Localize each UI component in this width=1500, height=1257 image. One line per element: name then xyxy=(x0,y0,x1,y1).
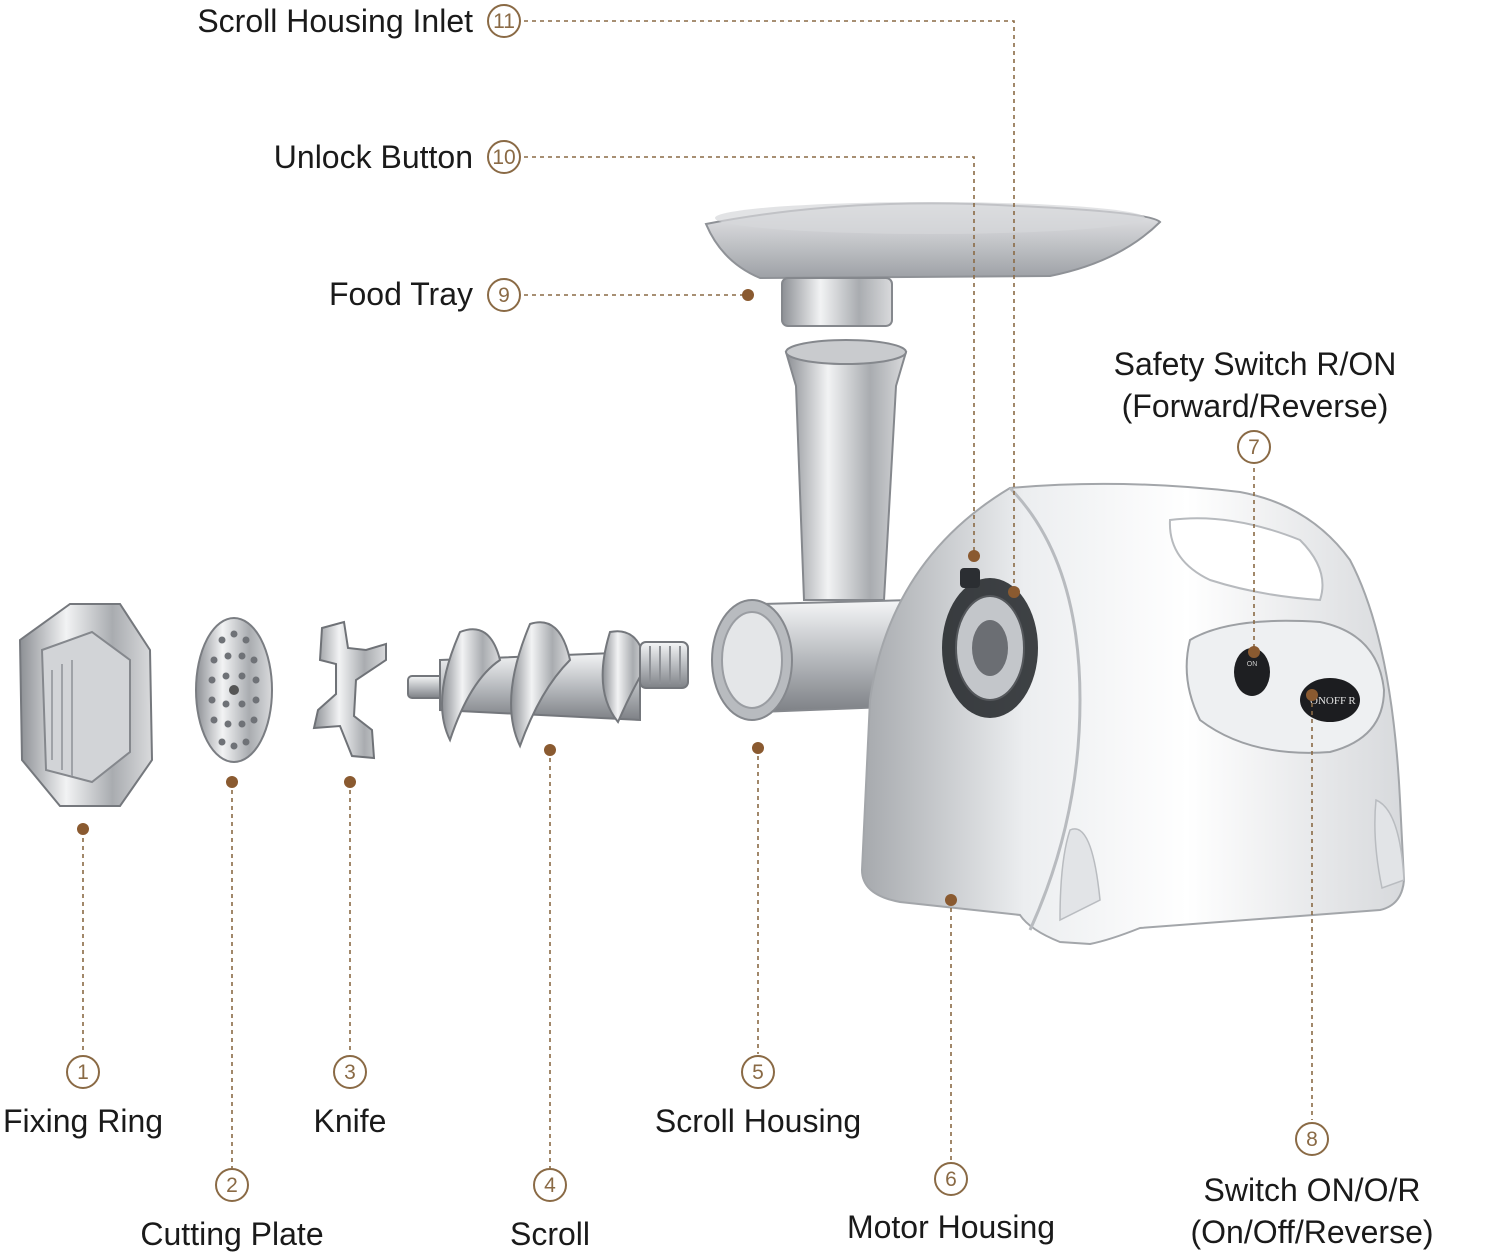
knife-shape xyxy=(312,620,387,760)
num-badge-9: 9 xyxy=(487,278,521,312)
label-cutting-plate: Cutting Plate xyxy=(140,1216,324,1252)
label-scroll-housing-inlet: Scroll Housing Inlet xyxy=(197,3,473,39)
scroll-auger-shape xyxy=(407,621,689,749)
num-2-text: 2 xyxy=(226,1173,238,1197)
label-fixing-ring: Fixing Ring xyxy=(2,1103,164,1139)
num-5-text: 5 xyxy=(752,1060,764,1084)
cutting-plate-shape xyxy=(195,617,273,763)
num-6-text: 6 xyxy=(945,1167,957,1191)
motor-housing-shape: ON ON OFF R xyxy=(860,482,1406,946)
num-1-text: 1 xyxy=(77,1060,89,1084)
num-badge-7: 7 xyxy=(1237,430,1271,464)
switch-off-text: OFF xyxy=(1326,695,1346,707)
label-motor-housing: Motor Housing xyxy=(846,1209,1056,1245)
food-tray-shape xyxy=(704,202,1162,327)
label-knife: Knife xyxy=(313,1103,387,1139)
small-switch-on-text: ON xyxy=(1247,661,1258,668)
num-badge-3: 3 xyxy=(333,1055,367,1089)
label-switch-line2: (On/Off/Reverse) xyxy=(1190,1213,1434,1250)
num-4-text: 4 xyxy=(544,1173,556,1197)
num-10-text: 10 xyxy=(492,145,516,169)
inlet-tube-shape xyxy=(784,339,908,601)
switch-r-text: R xyxy=(1348,695,1356,707)
num-7-text: 7 xyxy=(1248,435,1260,459)
num-badge-1: 1 xyxy=(66,1055,100,1089)
label-switch-line1: Switch ON/O/R xyxy=(1203,1172,1421,1208)
num-3-text: 3 xyxy=(344,1060,356,1084)
label-food-tray: Food Tray xyxy=(328,276,473,312)
label-safety-switch-line1: Safety Switch R/ON xyxy=(1113,346,1397,382)
num-badge-11: 11 xyxy=(487,4,521,38)
fixing-ring-shape xyxy=(18,603,154,807)
label-unlock-button: Unlock Button xyxy=(273,139,473,175)
leader-dots xyxy=(77,289,1318,906)
label-scroll: Scroll xyxy=(509,1216,590,1252)
num-badge-10: 10 xyxy=(487,140,521,174)
num-9-text: 9 xyxy=(498,283,510,307)
label-safety-switch: Safety Switch R/ON (Forward/Reverse) xyxy=(1080,344,1430,427)
label-safety-switch-line2: (Forward/Reverse) xyxy=(1121,387,1389,424)
num-badge-6: 6 xyxy=(934,1162,968,1196)
num-badge-4: 4 xyxy=(533,1168,567,1202)
label-switch-on-o-r: Switch ON/O/R (On/Off/Reverse) xyxy=(1140,1170,1484,1253)
num-8-text: 8 xyxy=(1306,1127,1318,1151)
num-11-text: 11 xyxy=(493,9,515,33)
label-scroll-housing: Scroll Housing xyxy=(654,1103,862,1139)
num-badge-2: 2 xyxy=(215,1168,249,1202)
num-badge-5: 5 xyxy=(741,1055,775,1089)
num-badge-8: 8 xyxy=(1295,1122,1329,1156)
leader-lines xyxy=(82,20,1313,1168)
